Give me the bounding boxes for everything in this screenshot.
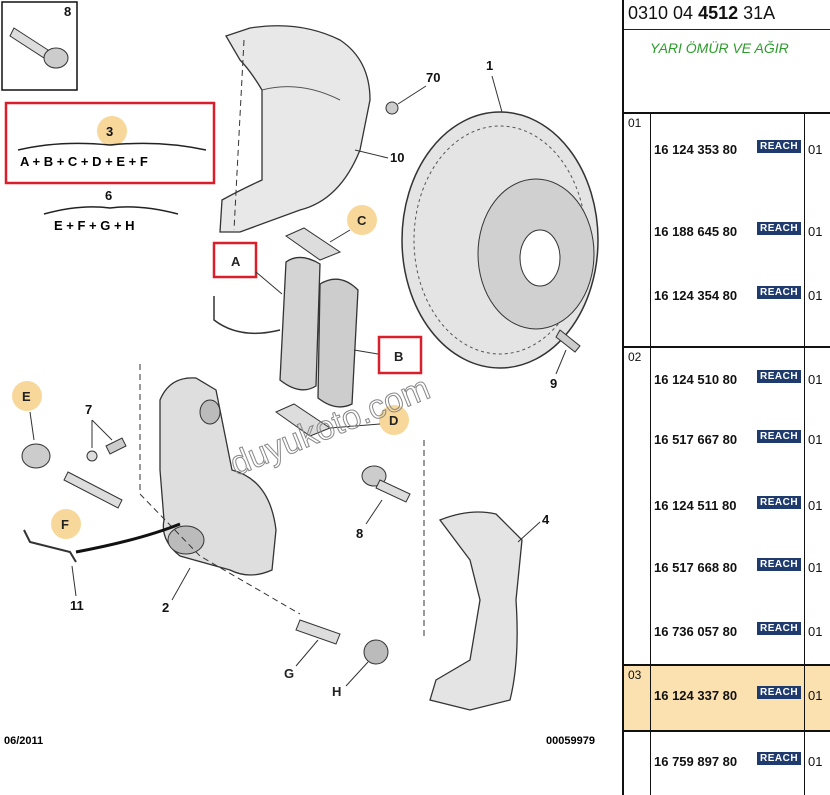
group-number: 03 xyxy=(628,668,642,682)
brake-exploded-diagram: 8 3 A + B + C + D + E + F 6 E + F + G + … xyxy=(1,1,599,747)
bolt-8-inset xyxy=(9,27,69,69)
letter-g: G xyxy=(284,666,294,681)
badge-e xyxy=(12,381,42,411)
letter-f: F xyxy=(61,517,69,532)
drawing-number: 00059979 xyxy=(546,735,595,747)
brake-pad-b xyxy=(317,278,359,408)
callout-8: 8 xyxy=(356,526,363,541)
callout-11: 11 xyxy=(70,598,84,613)
brake-disc-1 xyxy=(401,111,599,369)
reach-badge: REACH xyxy=(757,622,802,635)
formula-3: A + B + C + D + E + F xyxy=(20,154,148,169)
highlight-box-formula-3 xyxy=(4,101,216,185)
highlight-box-a xyxy=(212,241,258,279)
callout-8-inset: 8 xyxy=(64,4,71,19)
spring-11 xyxy=(23,529,77,563)
reach-badge: REACH xyxy=(757,430,802,443)
reach-badge: REACH xyxy=(757,286,802,299)
callout-4: 4 xyxy=(542,512,550,527)
group-number: 02 xyxy=(628,350,642,364)
date-code: 06/2011 xyxy=(4,735,43,747)
caliper-2 xyxy=(159,377,277,576)
part-code-header: 0310 04 4512 31A xyxy=(624,0,830,30)
screw-70 xyxy=(385,101,399,115)
caliper-carrier-4 xyxy=(429,511,523,711)
wear-sensor-wire xyxy=(213,296,281,335)
brake-pad-a xyxy=(279,256,321,391)
callout-2: 2 xyxy=(162,600,169,615)
badge-f xyxy=(51,509,81,539)
badge-c xyxy=(347,205,377,235)
screw-9 xyxy=(555,329,581,353)
note-text: YARI ÖMÜR VE AĞIR xyxy=(650,40,789,56)
parts-panel: 0310 04 4512 31A YARI ÖMÜR VE AĞIR 01 16… xyxy=(622,0,830,795)
letter-d: D xyxy=(389,413,398,428)
callout-3: 3 xyxy=(106,124,113,139)
guide-pin-g xyxy=(295,619,341,645)
letter-a: A xyxy=(231,254,241,269)
guide-pin-f xyxy=(63,471,123,509)
letter-e: E xyxy=(22,389,31,404)
reach-badge: REACH xyxy=(757,496,802,509)
highlight-box-b xyxy=(377,335,423,375)
callout-70: 70 xyxy=(426,70,440,85)
reach-badge: REACH xyxy=(757,686,802,699)
bolt-8 xyxy=(361,465,411,503)
reach-badge: REACH xyxy=(757,558,802,571)
reach-badge: REACH xyxy=(757,752,802,765)
callout-1: 1 xyxy=(486,58,493,73)
bleed-screw-7 xyxy=(86,437,127,462)
reach-badge: REACH xyxy=(757,370,802,383)
letter-c: C xyxy=(357,213,367,228)
formula-6: E + F + G + H xyxy=(54,218,135,233)
badge-3 xyxy=(97,116,127,146)
group-number: 01 xyxy=(628,116,642,130)
reach-badge: REACH xyxy=(757,222,802,235)
note-row: YARI ÖMÜR VE AĞIR xyxy=(624,30,830,114)
callout-9: 9 xyxy=(550,376,557,391)
reach-badge: REACH xyxy=(757,140,802,153)
callout-7: 7 xyxy=(85,402,92,417)
bushing-e xyxy=(21,443,51,469)
bushing-h xyxy=(363,639,389,665)
letter-b: B xyxy=(394,349,403,364)
callout-6: 6 xyxy=(105,188,112,203)
badge-d xyxy=(379,405,409,435)
dust-shield-10 xyxy=(219,25,371,233)
callout-10: 10 xyxy=(390,150,404,165)
letter-h: H xyxy=(332,684,341,699)
pad-clip-c xyxy=(284,227,342,261)
